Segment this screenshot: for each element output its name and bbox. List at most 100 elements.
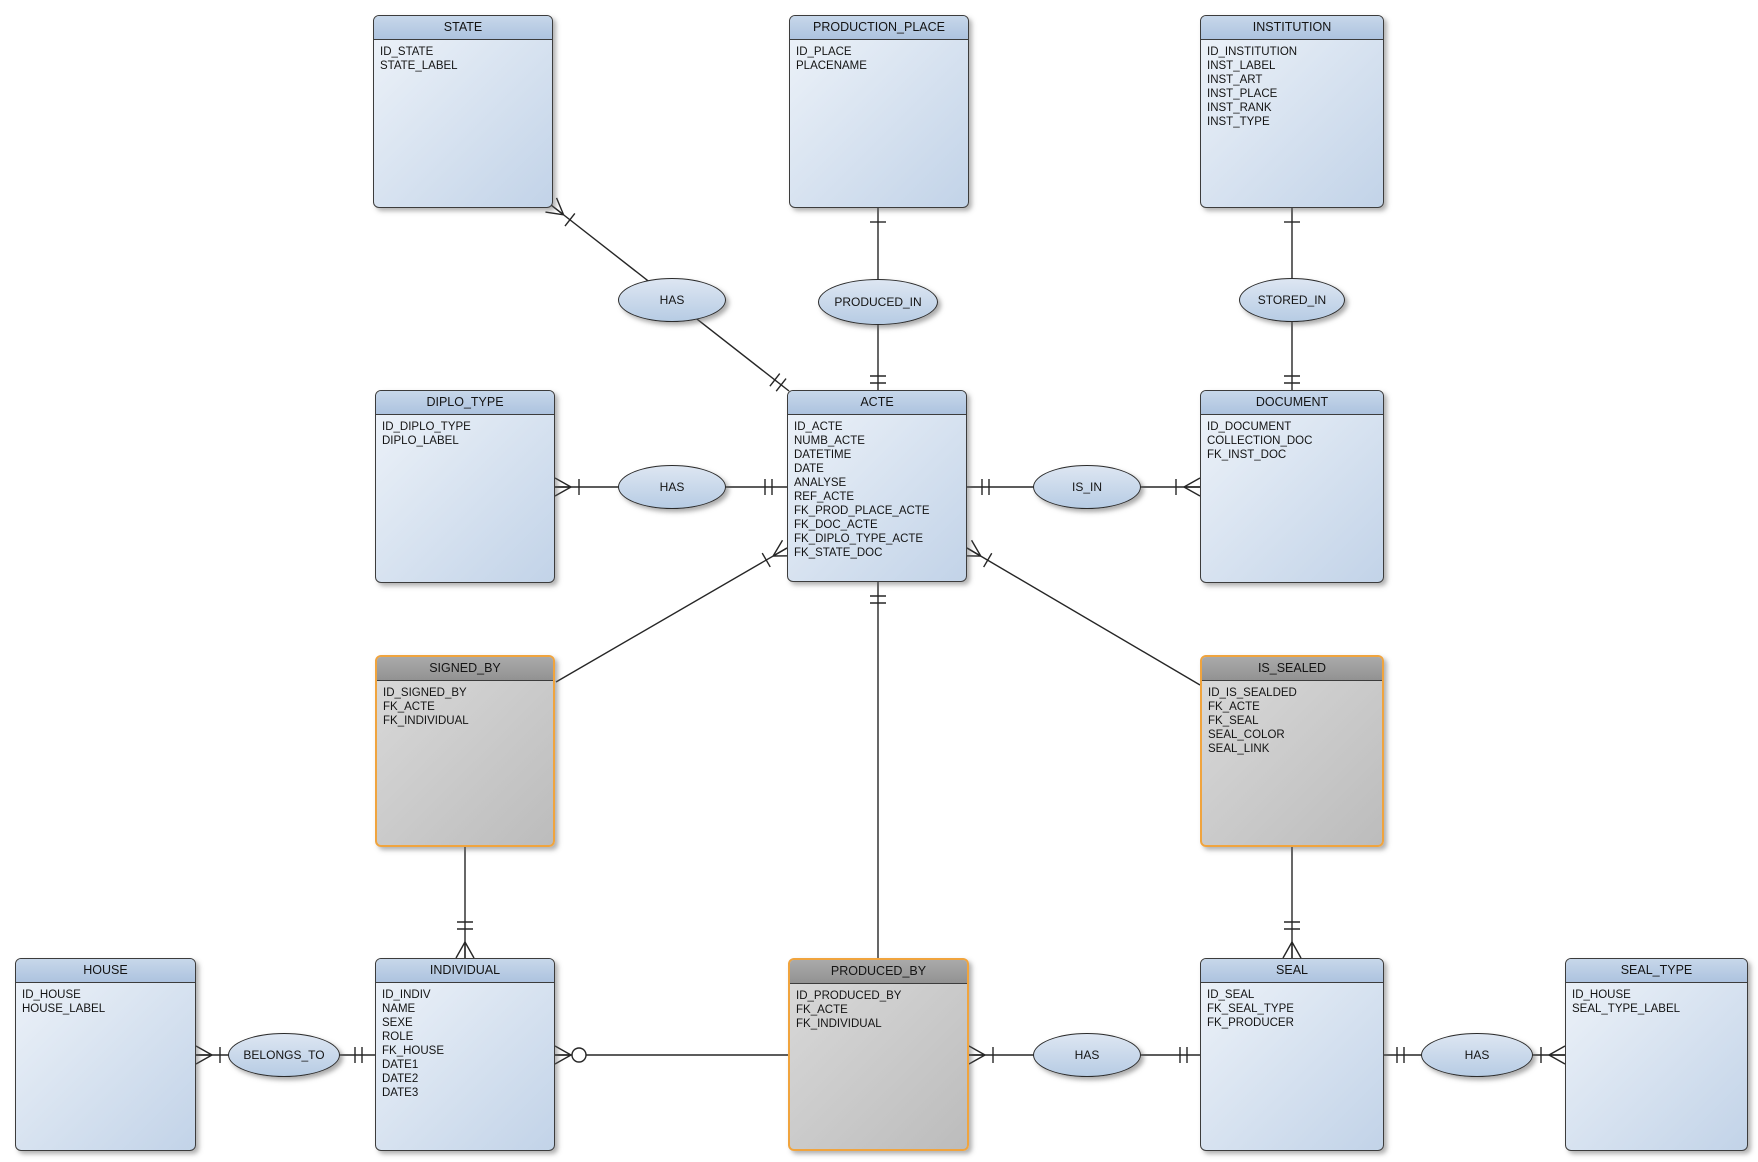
relationship-produced-in[interactable]: PRODUCED_IN — [818, 279, 938, 325]
attribute-row: STATE_LABEL — [380, 60, 458, 72]
attribute-row: INST_RANK — [1207, 102, 1272, 114]
connector-is-sealed-acte — [962, 539, 1201, 686]
relationship-is-in[interactable]: IS_IN — [1033, 465, 1141, 509]
double-bar-marker — [764, 479, 773, 495]
attribute-row: ID_INSTITUTION — [1207, 46, 1298, 58]
double-bar-marker — [981, 479, 990, 495]
attribute-row: FK_DOC_ACTE — [794, 519, 878, 531]
entity-title: ACTE — [788, 391, 966, 415]
attribute-row: DATE1 — [382, 1059, 419, 1071]
attribute-row: ANALYSE — [794, 477, 847, 489]
entity-title: DOCUMENT — [1201, 391, 1383, 415]
crow-foot-marker — [1282, 941, 1302, 959]
attribute-row: DATE — [794, 463, 824, 475]
double-bar-marker — [457, 921, 473, 930]
connector-acte-produced-by — [870, 582, 886, 958]
entity-attribute-list: ID_PLACE PLACENAME — [790, 40, 968, 78]
entity-diplo-type[interactable]: DIPLO_TYPE ID_DIPLO_TYPE DIPLO_LABEL — [375, 390, 555, 583]
relationship-label: IS_IN — [1071, 480, 1102, 494]
attribute-row: FK_INDIVIDUAL — [383, 715, 469, 727]
attribute-row: DATE3 — [382, 1087, 419, 1099]
attribute-row: ID_PRODUCED_BY — [796, 990, 902, 1002]
attribute-row: NAME — [382, 1003, 416, 1015]
attribute-row: ID_PLACE — [796, 46, 852, 58]
attribute-row: SEAL_COLOR — [1208, 729, 1285, 741]
attribute-row: DATE2 — [382, 1073, 419, 1085]
relationship-label: BELONGS_TO — [243, 1048, 325, 1062]
crow-foot-bar-marker — [1175, 477, 1201, 497]
entity-production-place[interactable]: PRODUCTION_PLACE ID_PLACE PLACENAME — [789, 15, 969, 208]
attribute-row: FK_INST_DOC — [1207, 449, 1287, 461]
entity-title: DIPLO_TYPE — [376, 391, 554, 415]
relationship-has-seal-seal-type[interactable]: HAS — [1421, 1033, 1533, 1077]
attribute-row: ID_STATE — [380, 46, 434, 58]
attribute-row: NUMB_ACTE — [794, 435, 865, 447]
entity-attribute-list: ID_STATE STATE_LABEL — [374, 40, 552, 78]
attribute-row: INST_PLACE — [1207, 88, 1278, 100]
double-bar-marker — [1179, 1047, 1188, 1063]
attribute-row: FK_INDIVIDUAL — [796, 1018, 882, 1030]
attribute-row: FK_SEAL_TYPE — [1207, 1003, 1294, 1015]
double-bar-marker — [1284, 921, 1300, 930]
crow-foot-circle-marker — [554, 1045, 587, 1065]
relationship-label: HAS — [659, 480, 685, 494]
double-bar-marker — [1396, 1047, 1405, 1063]
attribute-row: ID_DIPLO_TYPE — [382, 421, 471, 433]
relationship-stored-in[interactable]: STORED_IN — [1239, 278, 1345, 322]
crow-foot-bar-marker — [1540, 1045, 1566, 1065]
double-bar-marker — [1284, 375, 1300, 384]
attribute-row: ID_IS_SEALDED — [1208, 687, 1297, 699]
attribute-row: FK_ACTE — [1208, 701, 1260, 713]
entity-title: INDIVIDUAL — [376, 959, 554, 983]
attribute-row: INST_TYPE — [1207, 116, 1270, 128]
connector-individual-produced-by — [554, 1045, 788, 1065]
attribute-row: REF_ACTE — [794, 491, 855, 503]
connector-is-sealed-seal — [1282, 847, 1302, 959]
entity-title: SIGNED_BY — [377, 657, 553, 681]
attribute-row: FK_DIPLO_TYPE_ACTE — [794, 533, 924, 545]
relationship-has-diplo-type-acte[interactable]: HAS — [618, 465, 726, 509]
attribute-row: ID_INDIV — [382, 989, 431, 1001]
entity-attribute-list: ID_DIPLO_TYPE DIPLO_LABEL — [376, 415, 554, 453]
crow-foot-bar-marker — [554, 477, 580, 497]
relationship-has-produced-by-seal[interactable]: HAS — [1033, 1033, 1141, 1077]
attribute-row: SEAL_LINK — [1208, 743, 1270, 755]
relationship-has-state-acte[interactable]: HAS — [618, 278, 726, 322]
relationship-belongs-to[interactable]: BELONGS_TO — [228, 1033, 340, 1077]
attribute-row: DATETIME — [794, 449, 852, 461]
double-bar-marker — [769, 373, 787, 392]
entity-title: HOUSE — [16, 959, 195, 983]
entity-title: IS_SEALED — [1202, 657, 1382, 681]
attribute-row: ID_SEAL — [1207, 989, 1255, 1001]
attribute-row: FK_ACTE — [796, 1004, 848, 1016]
entity-title: PRODUCTION_PLACE — [790, 16, 968, 40]
attribute-row: INST_ART — [1207, 74, 1263, 86]
attribute-row: PLACENAME — [796, 60, 867, 72]
attribute-row: FK_HOUSE — [382, 1045, 444, 1057]
attribute-row: ID_SIGNED_BY — [383, 687, 467, 699]
relationship-label: HAS — [659, 293, 685, 307]
attribute-row: DIPLO_LABEL — [382, 435, 459, 447]
entity-title: SEAL — [1201, 959, 1383, 983]
attribute-row: FK_PROD_PLACE_ACTE — [794, 505, 930, 517]
double-bar-marker — [870, 595, 886, 604]
